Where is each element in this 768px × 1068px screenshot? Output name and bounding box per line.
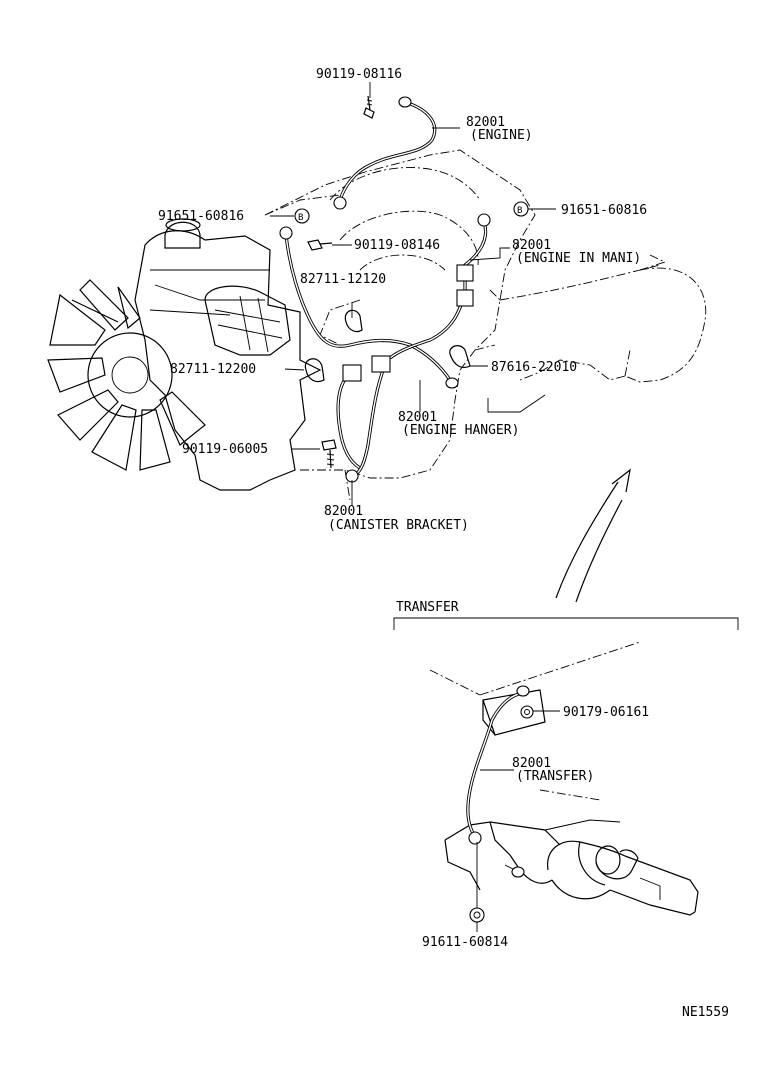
section-label-transfer: TRANSFER <box>396 600 459 615</box>
fasteners: B B <box>294 95 529 469</box>
bolt-icon <box>504 864 525 878</box>
callout-strap-transfer-part: 82001 <box>512 756 551 771</box>
engine-drawing <box>47 149 707 501</box>
callout-labels: 90119-08116 82001 (ENGINE) 91651-60816 9… <box>158 67 647 533</box>
distributor <box>204 285 291 356</box>
callout-bolt-low: 90119-06005 <box>182 442 268 457</box>
callout-clamp-right: 87616-22010 <box>491 360 577 375</box>
callout-strap-engine-part: 82001 <box>466 115 505 130</box>
diagram-id: NE1559 <box>682 1005 729 1020</box>
callout-strap-hanger-desc: (ENGINE HANGER) <box>402 423 519 438</box>
leader-lines <box>270 82 556 506</box>
ground-straps <box>279 96 491 483</box>
callout-clamp-upper: 82711-12120 <box>300 272 386 287</box>
bolt-icon <box>363 95 375 119</box>
bolt-icon <box>307 239 333 251</box>
washer-b-icon: B <box>513 201 529 217</box>
clamp-icon <box>304 358 325 383</box>
callout-strap-canister-part: 82001 <box>324 504 363 519</box>
bolt-icon <box>321 439 337 469</box>
washer-b-icon: B <box>294 208 310 224</box>
callout-strap-mani-part: 82001 <box>512 238 551 253</box>
callout-strap-engine-desc: (ENGINE) <box>470 128 533 143</box>
cooling-fan <box>47 279 206 471</box>
detail-arrow <box>555 468 631 603</box>
transmission-housing <box>264 149 536 479</box>
svg-text:B: B <box>298 213 303 223</box>
callout-bolt-top: 90119-08116 <box>316 67 402 82</box>
propeller-shaft <box>519 840 699 916</box>
callout-strap-transfer-desc: (TRANSFER) <box>516 769 594 784</box>
callout-strap-mani-desc: (ENGINE IN MANI) <box>516 251 641 266</box>
transfer-section: TRANSFER <box>393 600 739 950</box>
callout-washer-left: 91651-60816 <box>158 209 244 224</box>
clamp-icon <box>449 345 471 369</box>
callout-strap-canister-desc: (CANISTER BRACKET) <box>328 518 469 533</box>
svg-text:B: B <box>517 206 522 216</box>
clamp-icon <box>344 309 363 333</box>
callout-strap-hanger-part: 82001 <box>398 410 437 425</box>
engine-block <box>134 230 322 491</box>
nut-icon <box>469 907 485 923</box>
callout-nut-bottom: 91611-60814 <box>422 935 508 950</box>
callout-washer-right: 91651-60816 <box>561 203 647 218</box>
callout-clamp-lower: 82711-12200 <box>170 362 256 377</box>
callout-bolt-mid: 90119-08146 <box>354 238 440 253</box>
nut-icon <box>520 705 534 719</box>
callout-nut-transfer: 90179-06161 <box>563 705 649 720</box>
